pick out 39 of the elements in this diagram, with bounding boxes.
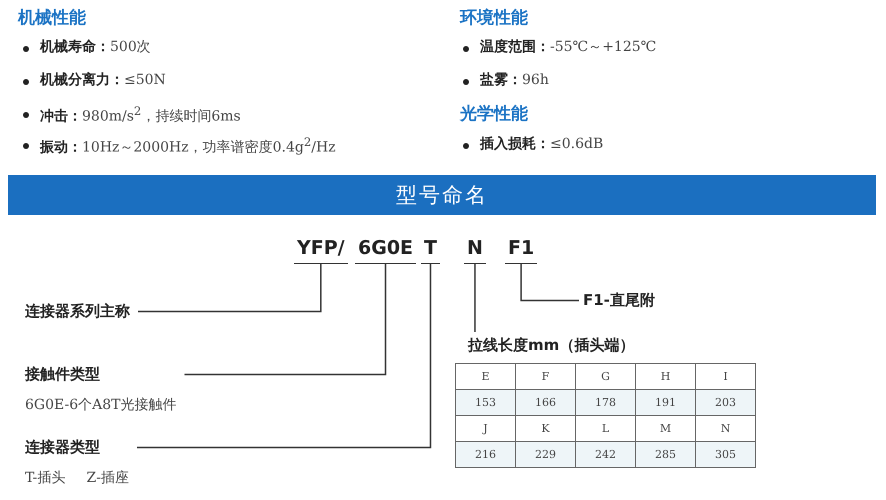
code-segment: 6G0E (355, 237, 416, 264)
spec-item: 机械寿命：500次 (40, 38, 151, 56)
code-segment: N (464, 237, 486, 264)
table-cell: 191 (636, 390, 696, 416)
table-cell: 166 (516, 390, 576, 416)
code-segment: F1 (505, 237, 538, 264)
section-heading: 机械性能 (18, 7, 86, 29)
code-segment: YFP/ (294, 237, 348, 264)
code-description: 接触件类型 (25, 365, 101, 384)
spec-item: 冲击：980m/s$^{2}$，持续时间6ms (40, 104, 241, 126)
table-cell: 178 (576, 390, 636, 416)
option-note: 6G0E-6个A8T光接触件 (25, 396, 176, 414)
spec-item: 插入损耗：≤0.6dB (480, 135, 604, 153)
leader-line (138, 264, 322, 312)
code-description: 连接器系列主称 (25, 302, 130, 321)
table-cell: 153 (456, 390, 516, 416)
spec-item: 盐雾：96h (480, 71, 549, 89)
title-banner: 型号命名 (8, 175, 876, 215)
code-description: F1-直尾附 (583, 291, 655, 310)
option-note: T-插头 Z-插座 (25, 469, 129, 487)
section-heading: 环境性能 (460, 7, 528, 29)
table-cell: 203 (696, 390, 756, 416)
leader-line (184, 264, 386, 376)
table-cell: 242 (576, 442, 636, 468)
table-cell: E (456, 364, 516, 390)
table-cell: 305 (696, 442, 756, 468)
table-cell: 285 (636, 442, 696, 468)
code-description: 连接器类型 (25, 438, 101, 457)
table-cell: 229 (516, 442, 576, 468)
section-heading: 光学性能 (460, 103, 528, 125)
spec-item: 振动：10Hz～2000Hz，功率谱密度0.4g$^{2}$/Hz (40, 135, 336, 157)
spec-item: 机械分离力：≤50N (40, 71, 166, 89)
code-description: 拉线长度mm（插头端） (468, 336, 634, 355)
spec-item: 温度范围：-55℃～+125℃ (480, 38, 656, 56)
code-segment: T (421, 237, 440, 264)
table-cell: 216 (456, 442, 516, 468)
leader-line (136, 264, 432, 448)
leader-line (520, 264, 579, 302)
leader-line (474, 264, 476, 332)
